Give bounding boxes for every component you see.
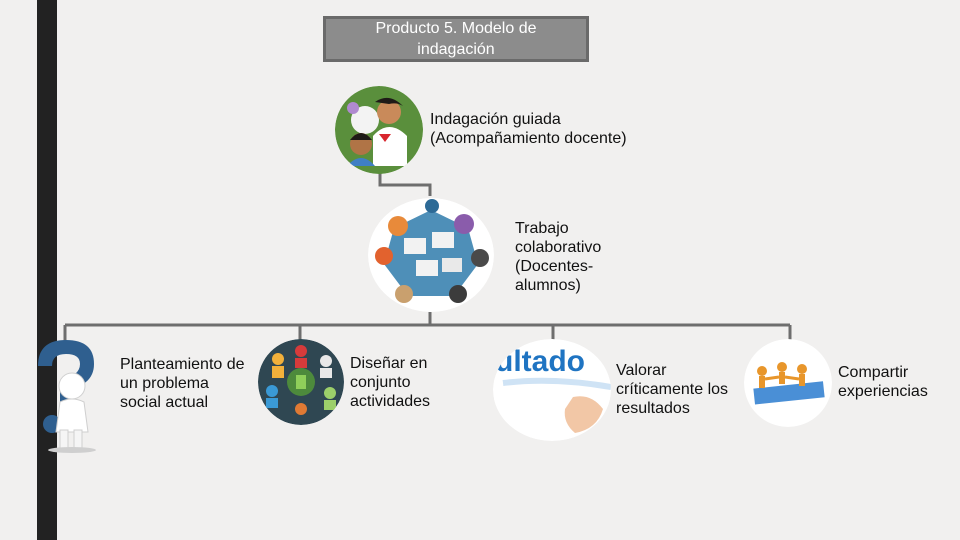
step-label-assess: Valorar críticamente los resultados — [616, 362, 729, 417]
node-label-collab: Trabajo colaborativo (Docentes-alumnos) — [515, 220, 602, 294]
resultados-magnifier-icon: ultado — [493, 339, 611, 441]
diagram-title-box: Producto 5. Modelo de indagación — [323, 16, 589, 62]
teacher-student-icon — [335, 86, 423, 174]
people-bridge-icon — [744, 339, 832, 427]
step-label-share: Compartir experiencias — [838, 364, 928, 400]
left-sidebar-bar — [37, 0, 57, 540]
team-puzzle-icon — [258, 339, 344, 425]
thinking-question-icon — [20, 336, 112, 454]
collaboration-table-icon — [368, 198, 494, 312]
step-label-problem: Planteamiento de un problema social actu… — [120, 356, 245, 411]
node-label-guided: Indagación guiada (Acompañamiento docent… — [430, 111, 627, 147]
diagram-title: Producto 5. Modelo de indagación — [375, 20, 537, 58]
step-label-design: Diseñar en conjunto actividades — [350, 355, 431, 410]
